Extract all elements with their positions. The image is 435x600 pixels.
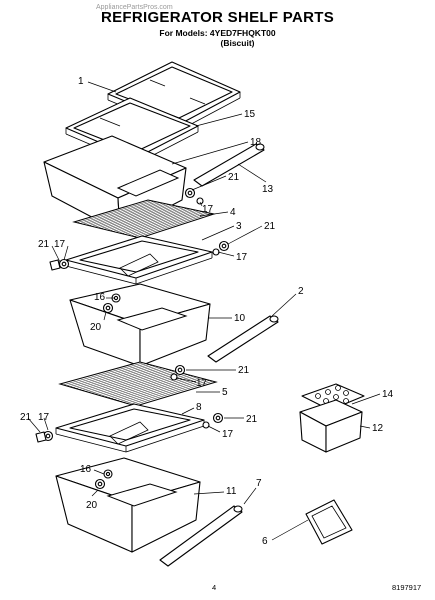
shelf-frame-lower [55,403,205,453]
callout-18: 18 [250,137,262,148]
callout-4: 4 [230,207,236,218]
crisper-pan-lower [55,457,201,553]
egg-bin [299,399,363,453]
callout-2: 2 [298,286,304,297]
rod-lower [159,505,243,567]
callout-21-lower-left: 21 [20,412,32,423]
watermark-text: AppliancePartsPros.com [96,4,173,11]
callout-21-upper-left: 21 [38,239,50,250]
glass-shelf-top [107,61,241,131]
page-number: 4 [212,583,217,592]
callout-17-top: 17 [202,204,214,215]
callout-10: 10 [234,313,246,324]
callout-17-upper-left: 17 [54,239,66,250]
callout-21-mid: 21 [238,365,250,376]
rod-upper [193,143,265,187]
callout-12: 12 [372,423,384,434]
rod-middle [207,315,279,363]
document-number: 8197917 [392,583,422,592]
callout-3: 3 [236,221,242,232]
callout-16-lower: 16 [80,464,92,475]
callout-21-upper-right: 21 [264,221,276,232]
callout-17-lower-left: 17 [38,412,50,423]
callout-labels: 1 15 18 13 21 17 4 3 21 17 21 17 2 16 20… [20,76,394,547]
callout-7: 7 [256,478,262,489]
wire-grid-shelf-upper [72,199,216,239]
callout-15: 15 [244,109,256,120]
callout-6: 6 [262,536,268,547]
wire-grid-shelf-lower [58,361,218,407]
callout-21-lower-right: 21 [246,414,258,425]
label-card [305,499,353,545]
shelf-frame-upper [65,235,213,285]
callout-13: 13 [262,184,274,195]
callout-16-upper: 16 [94,292,106,303]
leader-lines [27,81,381,541]
callout-17-mid: 17 [196,378,208,389]
callout-20-upper: 20 [90,322,102,333]
callout-20-lower: 20 [86,500,98,511]
color-line: (Biscuit) [220,38,255,48]
page-title: REFRIGERATOR SHELF PARTS [100,9,335,26]
callout-1: 1 [78,76,84,87]
callout-14: 14 [382,389,394,400]
callout-5: 5 [222,387,228,398]
models-line: For Models: 4YED7FHQKT00 [159,28,276,38]
callout-17-upper-right: 17 [236,252,248,263]
callout-21-top: 21 [228,172,240,183]
callout-8: 8 [196,402,202,413]
callout-11: 11 [226,486,237,497]
callout-17-lower-right: 17 [222,429,234,440]
hardware-group [35,187,230,490]
glass-shelf-second [65,97,199,165]
crisper-pan-middle [69,283,211,367]
